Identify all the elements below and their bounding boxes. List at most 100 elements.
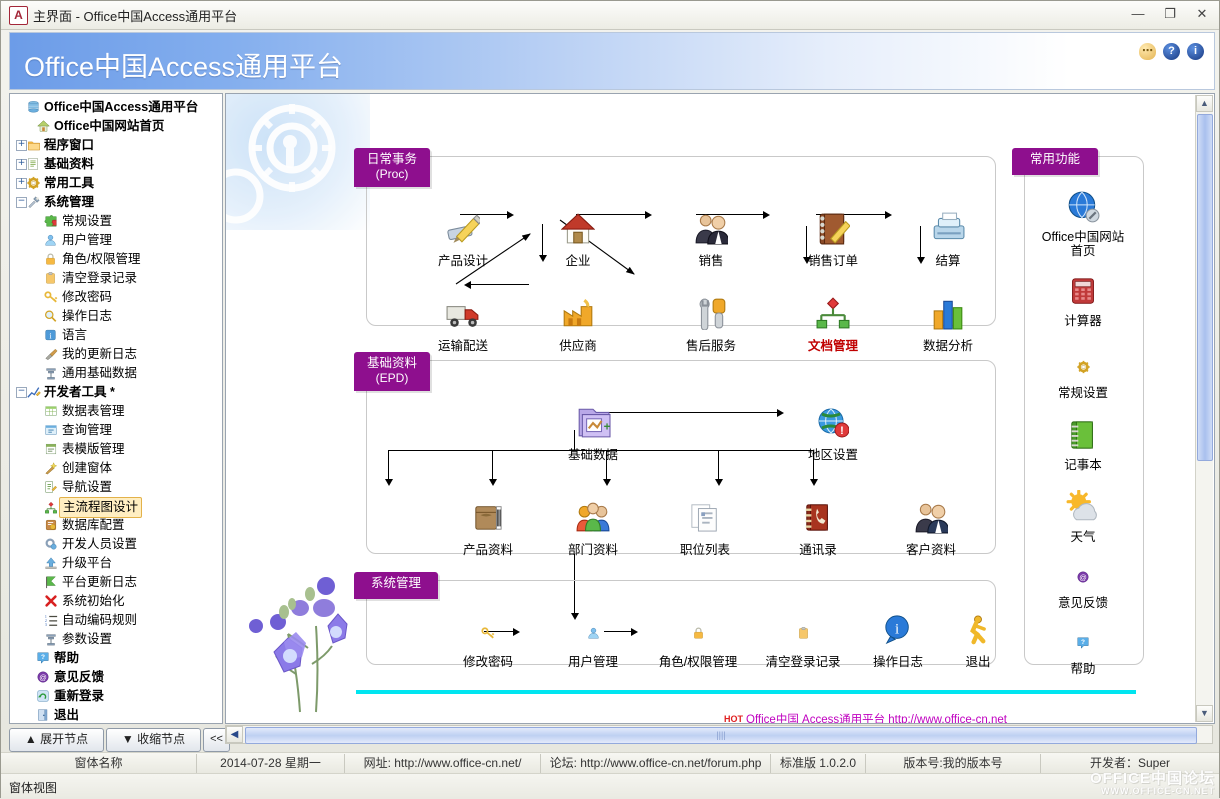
lock-icon [44,252,60,267]
dev-gear-icon [44,537,60,552]
scroll-up-icon[interactable]: ▲ [1196,95,1213,112]
common-functions-title: 常用功能 [1029,152,1080,166]
tree-selected-highlight: 主流程图设计 [59,497,143,518]
tree-item-5[interactable]: − 系统管理 [14,193,220,212]
collapse-nodes-button[interactable]: ▼ 收缩节点 [106,728,201,752]
common-function-4[interactable]: 天气 [1031,489,1135,544]
common-function-3[interactable]: 记事本 [1031,418,1135,472]
tree-expander-icon[interactable]: − [16,196,27,208]
tree-item-8[interactable]: 角色/权限管理 [14,250,220,269]
close-icon[interactable]: ✕ [1196,6,1208,21]
tree-expander-icon[interactable]: − [16,386,27,398]
scroll-thumb[interactable] [1197,114,1213,461]
help-question-icon[interactable]: ? [1163,43,1180,60]
maximize-icon[interactable]: ❐ [1164,6,1176,21]
tree-item-10[interactable]: 修改密码 [14,288,220,307]
hscroll-thumb[interactable]: |||| [245,727,1197,744]
tree-item-15[interactable]: −开发者工具 * [14,383,220,402]
flow-node-epd-4[interactable]: 职位列表 [658,500,752,558]
tree-expander-icon[interactable]: + [16,177,27,189]
tree-item-11[interactable]: 操作日志 [14,307,220,326]
flow-node-proc-2[interactable]: 销售 [664,211,758,269]
tree-item-20[interactable]: 导航设置 [14,478,220,497]
tree-item-6[interactable]: 常规设置 [14,212,220,231]
expand-nodes-button[interactable]: ▲ 展开节点 [9,728,104,752]
flow-node-sys-2[interactable]: 角色/权限管理 [651,612,745,670]
house-icon [531,211,625,249]
flow-node-label: 职位列表 [679,543,730,557]
minimize-icon[interactable]: — [1131,6,1145,21]
tree-item-30[interactable]: @意见反馈 [14,668,220,687]
tree-item-label: 系统管理 [44,195,95,209]
flow-node-sys-0[interactable]: 修改密码 [441,612,535,670]
flow-node-label: 销售 [698,254,724,268]
cashier-icon [901,211,995,249]
tree-item-1[interactable]: Office中国网站首页 [14,117,220,136]
tree-item-4[interactable]: +常用工具 [14,174,220,193]
common-function-0[interactable]: Office中国网站首页 [1031,190,1135,258]
content-vertical-scrollbar[interactable]: ▲ ▼ [1195,95,1213,722]
flow-node-proc-9[interactable]: 数据分析 [901,296,995,354]
flow-node-sys-3[interactable]: 清空登录记录 [756,612,850,670]
arrow-supplier-to-transport [471,284,529,285]
flow-node-sys-1[interactable]: 用户管理 [546,612,640,670]
tree-expander-icon[interactable]: + [16,158,27,170]
tree-item-25[interactable]: 平台更新日志 [14,573,220,592]
tree-item-2[interactable]: +程序窗口 [14,136,220,155]
tree-item-22[interactable]: 数据库配置 [14,516,220,535]
tree-item-7[interactable]: 用户管理 [14,231,220,250]
flow-node-epd-2[interactable]: 产品资料 [441,500,535,558]
common-function-5[interactable]: @意见反馈 [1031,556,1135,610]
common-function-6[interactable]: ?帮助 [1031,622,1135,676]
tree-item-32[interactable]: 退出 [14,706,220,723]
flow-node-proc-7[interactable]: 售后服务 [664,296,758,354]
tree-item-26[interactable]: 系统初始化 [14,592,220,611]
flow-node-proc-8[interactable]: 文档管理 [786,296,880,354]
scroll-left-icon[interactable]: ◀ [226,726,243,743]
flow-node-sys-5[interactable]: 退出 [931,612,1025,670]
tree-item-13[interactable]: 我的更新日志 [14,345,220,364]
tree-item-9[interactable]: 清空登录记录 [14,269,220,288]
tree-item-0[interactable]: Office中国Access通用平台 [14,98,220,117]
tree-item-29[interactable]: ?帮助 [14,649,220,668]
flow-node-proc-1[interactable]: 企业 [531,211,625,269]
tree-item-label: 自动编码规则 [62,613,138,627]
arrowhead [917,257,925,264]
tree-item-31[interactable]: 重新登录 [14,687,220,706]
flow-node-epd-1[interactable]: !地区设置 [786,405,880,463]
tree-item-3[interactable]: +基础资料 [14,155,220,174]
tree-item-21[interactable]: 主流程图设计 [14,497,220,518]
arrow-order-to-doc [806,226,807,258]
tree-item-17[interactable]: 查询管理 [14,421,220,440]
info-icon[interactable]: i [1187,43,1204,60]
common-function-2[interactable]: 常规设置 [1031,346,1135,400]
tree-expander-icon[interactable]: + [16,139,27,151]
flow-node-label: 修改密码 [462,655,513,669]
tree-item-24[interactable]: 升级平台 [14,554,220,573]
flow-node-proc-3[interactable]: 销售订单 [786,211,880,269]
chat-icon[interactable]: ⋯ [1139,43,1156,60]
arrow-order-to-settle [816,214,886,215]
view-mode-label: 窗体视图 [9,781,58,795]
tree-item-23[interactable]: 开发人员设置 [14,535,220,554]
content-horizontal-scrollbar[interactable]: ◀ |||| [225,725,1213,744]
tree-item-16[interactable]: 数据表管理 [14,402,220,421]
tree-item-14[interactable]: 通用基础数据 [14,364,220,383]
tree-item-28[interactable]: 参数设置 [14,630,220,649]
common-function-1[interactable]: 计算器 [1031,274,1135,328]
flow-node-proc-4[interactable]: 结算 [901,211,995,269]
tree-item-19[interactable]: 创建窗体 [14,459,220,478]
flow-node-proc-0[interactable]: 产品设计 [416,211,510,269]
flow-node-epd-5[interactable]: 通讯录 [771,500,865,558]
flow-node-proc-6[interactable]: 供应商 [531,296,625,354]
tree-item-18[interactable]: 表模版管理 [14,440,220,459]
scroll-down-icon[interactable]: ▼ [1196,705,1213,722]
flow-node-epd-3[interactable]: 部门资料 [546,500,640,558]
flow-node-epd-6[interactable]: 客户资料 [884,500,978,558]
flow-node-proc-5[interactable]: 运输配送 [416,296,510,354]
flow-node-epd-0[interactable]: +基础数据 [546,405,640,463]
